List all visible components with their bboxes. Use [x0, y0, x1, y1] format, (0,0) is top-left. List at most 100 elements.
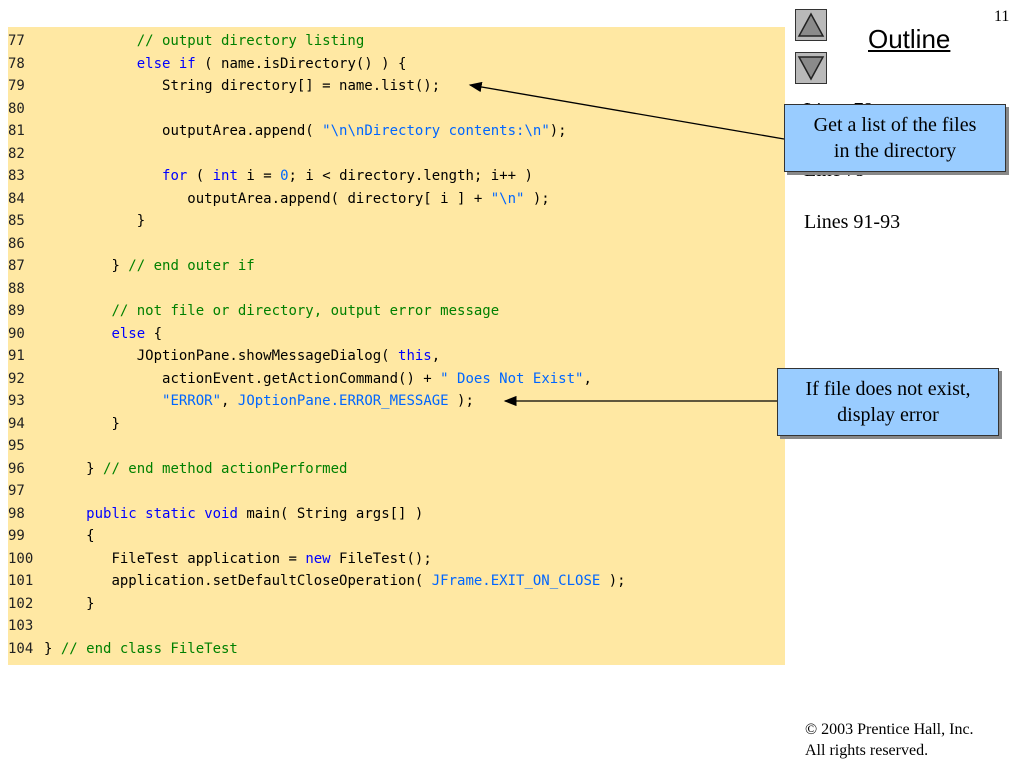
line-number: 83	[8, 168, 25, 184]
line-number: 78	[8, 55, 25, 72]
code-token: }	[111, 415, 120, 432]
line-number: 81	[8, 123, 25, 139]
code-token: }	[86, 460, 104, 477]
code-line: 82	[8, 143, 44, 165]
code-token: // not file or directory, output error m…	[111, 303, 500, 319]
callout-text: Get a list of the files	[813, 114, 977, 136]
code-line: 89 // not file or directory, output erro…	[8, 300, 499, 322]
code-line: 78 else if ( name.isDirectory() ) {	[8, 53, 406, 75]
code-token: // end outer if	[128, 258, 255, 274]
code-token: outputArea.append(	[162, 123, 323, 139]
callout-text: display error	[837, 404, 939, 426]
line-number: 100	[8, 550, 34, 567]
line-number: 97	[8, 483, 25, 499]
next-slide-button[interactable]	[795, 52, 827, 84]
line-number: 80	[8, 100, 25, 117]
code-token: this	[398, 348, 432, 364]
code-token: 0	[280, 168, 289, 184]
code-line: 93 "ERROR", JOptionPane.ERROR_MESSAGE );	[8, 390, 474, 412]
line-number: 101	[8, 573, 34, 589]
code-token: "\n"	[490, 190, 525, 207]
code-line: 84 outputArea.append( directory[ i ] + "…	[8, 188, 550, 210]
code-token: static	[145, 505, 196, 522]
code-token: "ERROR"	[162, 393, 222, 409]
code-line: 86	[8, 233, 44, 255]
callout-arrow	[468, 81, 785, 140]
code-token: FileTest();	[330, 550, 432, 567]
line-number: 90	[8, 325, 25, 342]
line-number: 92	[8, 370, 25, 387]
code-token: }	[136, 213, 146, 229]
code-token: ; i < directory.length; i++ )	[288, 168, 533, 184]
line-number: 99	[8, 528, 25, 544]
code-line: 101 application.setDefaultCloseOperation…	[8, 570, 626, 592]
code-token: );	[448, 393, 474, 409]
code-line: 83 for ( int i = 0; i < directory.length…	[8, 165, 533, 187]
code-token: public	[86, 505, 137, 522]
code-token: ,	[583, 370, 592, 387]
line-number: 94	[8, 415, 25, 432]
callout-text: If file does not exist,	[805, 378, 971, 400]
line-number: 79	[8, 78, 25, 94]
copyright-text: © 2003 Prentice Hall, Inc.	[805, 721, 974, 738]
code-line: 104} // end class FileTest	[8, 638, 238, 660]
code-token: );	[524, 190, 550, 207]
code-token: else	[136, 55, 171, 72]
code-line: 95	[8, 435, 44, 457]
line-number: 77	[8, 33, 25, 49]
code-token: " Does Not Exist"	[440, 370, 584, 387]
code-token: ( name.isDirectory() ) {	[195, 55, 407, 72]
code-token: // output directory listing	[136, 33, 365, 49]
code-token: else	[111, 325, 146, 342]
line-number: 88	[8, 280, 25, 297]
line-number: 87	[8, 258, 25, 274]
code-token: FileTest application =	[111, 550, 306, 567]
callout-text: in the directory	[833, 140, 957, 162]
code-line: 77 // output directory listing	[8, 30, 364, 52]
callout-error: If file does not exist, display error	[777, 368, 999, 436]
triangle-up-icon	[797, 12, 825, 37]
copyright-footer: © 2003 Prentice Hall, Inc. All rights re…	[805, 719, 974, 761]
code-token: main( String args[] )	[237, 505, 424, 522]
line-number: 104	[8, 640, 34, 657]
code-token: // end method actionPerformed	[103, 460, 348, 477]
line-ref[interactable]: Lines 91-93	[804, 211, 901, 233]
code-line: 94 }	[8, 413, 120, 435]
code-token: int	[212, 168, 238, 184]
code-token: {	[86, 528, 95, 544]
code-token: actionEvent.getActionCommand() +	[162, 370, 441, 387]
previous-slide-button[interactable]	[795, 9, 827, 41]
code-token: new	[305, 550, 331, 567]
rights-text: All rights reserved.	[805, 742, 929, 759]
outline-link[interactable]: Outline	[868, 24, 951, 54]
code-line: 90 else {	[8, 323, 162, 345]
code-token: void	[204, 505, 238, 522]
callout-directory-list: Get a list of the files in the directory	[784, 104, 1006, 172]
code-token: {	[145, 325, 163, 342]
code-token: application.setDefaultCloseOperation(	[111, 573, 432, 589]
slide-number: 11	[994, 8, 1010, 25]
code-token: String directory[] = name.list();	[162, 78, 441, 94]
line-number: 102	[8, 595, 34, 612]
code-token: }	[111, 258, 129, 274]
code-token: JFrame.EXIT_ON_CLOSE	[431, 573, 601, 589]
code-line: 96 } // end method actionPerformed	[8, 458, 347, 480]
line-number: 86	[8, 235, 25, 252]
line-number: 96	[8, 460, 25, 477]
code-line: 99 {	[8, 525, 95, 547]
code-line: 91 JOptionPane.showMessageDialog( this,	[8, 345, 440, 367]
line-number: 103	[8, 618, 34, 634]
code-token: );	[600, 573, 626, 589]
code-line: 103	[8, 615, 44, 637]
code-token: i =	[237, 168, 281, 184]
code-token: );	[549, 123, 567, 139]
code-token: for	[162, 168, 188, 184]
line-number: 82	[8, 145, 25, 162]
code-line: 80	[8, 98, 44, 120]
code-line: 85 }	[8, 210, 145, 232]
code-line: 98 public static void main( String args[…	[8, 503, 423, 525]
line-number: 91	[8, 348, 25, 364]
code-token: JOptionPane.ERROR_MESSAGE	[237, 393, 449, 409]
code-token: (	[187, 168, 213, 184]
